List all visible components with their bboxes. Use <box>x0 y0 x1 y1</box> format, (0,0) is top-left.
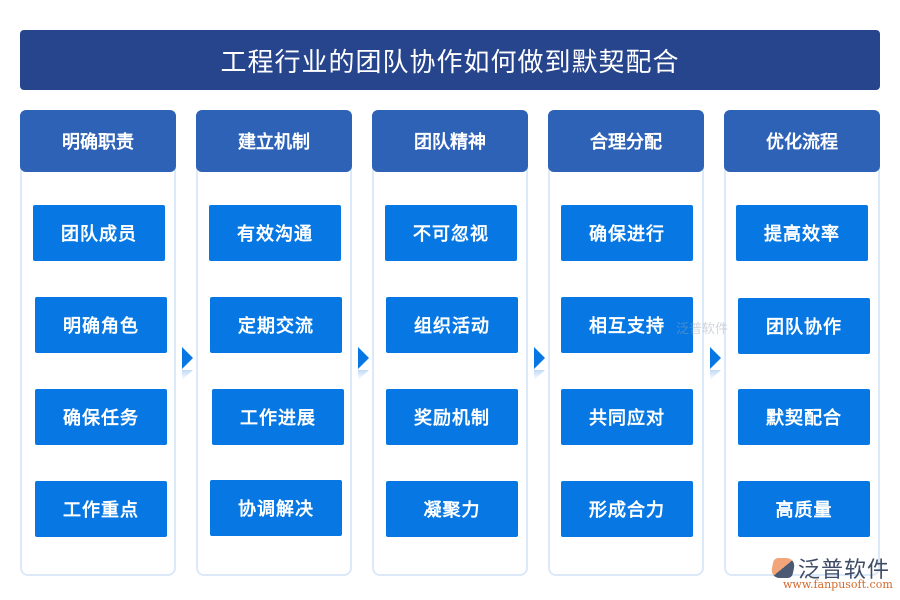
column-header: 优化流程 <box>724 110 880 172</box>
column-reasonable-allocation: 合理分配 确保进行 相互支持 共同应对 形成合力 <box>548 110 704 576</box>
item-box: 团队成员 <box>33 205 165 261</box>
logo-icon <box>769 558 797 578</box>
item-box: 确保进行 <box>561 205 693 261</box>
item-box: 明确角色 <box>35 297 167 353</box>
item-box: 确保任务 <box>35 389 167 445</box>
column-optimize-process: 优化流程 提高效率 团队协作 默契配合 高质量 <box>724 110 880 576</box>
item-box: 组织活动 <box>386 297 518 353</box>
item-box: 工作进展 <box>212 389 344 445</box>
column-team-spirit: 团队精神 不可忽视 组织活动 奖励机制 凝聚力 <box>372 110 528 576</box>
item-box: 高质量 <box>738 481 870 537</box>
item-box: 有效沟通 <box>209 205 341 261</box>
column-header: 明确职责 <box>20 110 176 172</box>
item-box: 奖励机制 <box>386 389 518 445</box>
brand-logo: 泛普软件 <box>769 552 891 584</box>
arrow-right-icon <box>182 347 193 369</box>
item-box: 协调解决 <box>210 480 342 536</box>
item-box: 共同应对 <box>561 389 693 445</box>
column-header: 合理分配 <box>548 110 704 172</box>
arrow-shadow <box>534 370 545 380</box>
watermark-text: 泛普软件 <box>676 322 729 337</box>
item-box: 定期交流 <box>210 297 342 353</box>
diagram-title: 工程行业的团队协作如何做到默契配合 <box>20 30 880 90</box>
column-clarify-duties: 明确职责 团队成员 明确角色 确保任务 工作重点 <box>20 110 176 576</box>
item-box: 团队协作 <box>738 298 870 354</box>
arrow-shadow <box>182 370 193 380</box>
item-box: 工作重点 <box>35 481 167 537</box>
arrow-right-icon <box>358 347 369 369</box>
column-header: 建立机制 <box>196 110 352 172</box>
item-box: 凝聚力 <box>386 481 518 537</box>
column-header: 团队精神 <box>372 110 528 172</box>
logo-url: www.fanpusoft.com <box>783 578 893 591</box>
item-box: 提高效率 <box>736 205 868 261</box>
arrow-right-icon <box>710 347 721 369</box>
item-box: 默契配合 <box>738 389 870 445</box>
item-box: 不可忽视 <box>385 205 517 261</box>
arrow-shadow <box>710 370 721 380</box>
arrow-right-icon <box>534 347 545 369</box>
arrow-shadow <box>358 370 369 380</box>
column-build-mechanism: 建立机制 有效沟通 定期交流 工作进展 协调解决 <box>196 110 352 576</box>
logo-text: 泛普软件 <box>798 558 891 583</box>
item-box: 相互支持 <box>561 297 693 353</box>
item-box: 形成合力 <box>561 481 693 537</box>
